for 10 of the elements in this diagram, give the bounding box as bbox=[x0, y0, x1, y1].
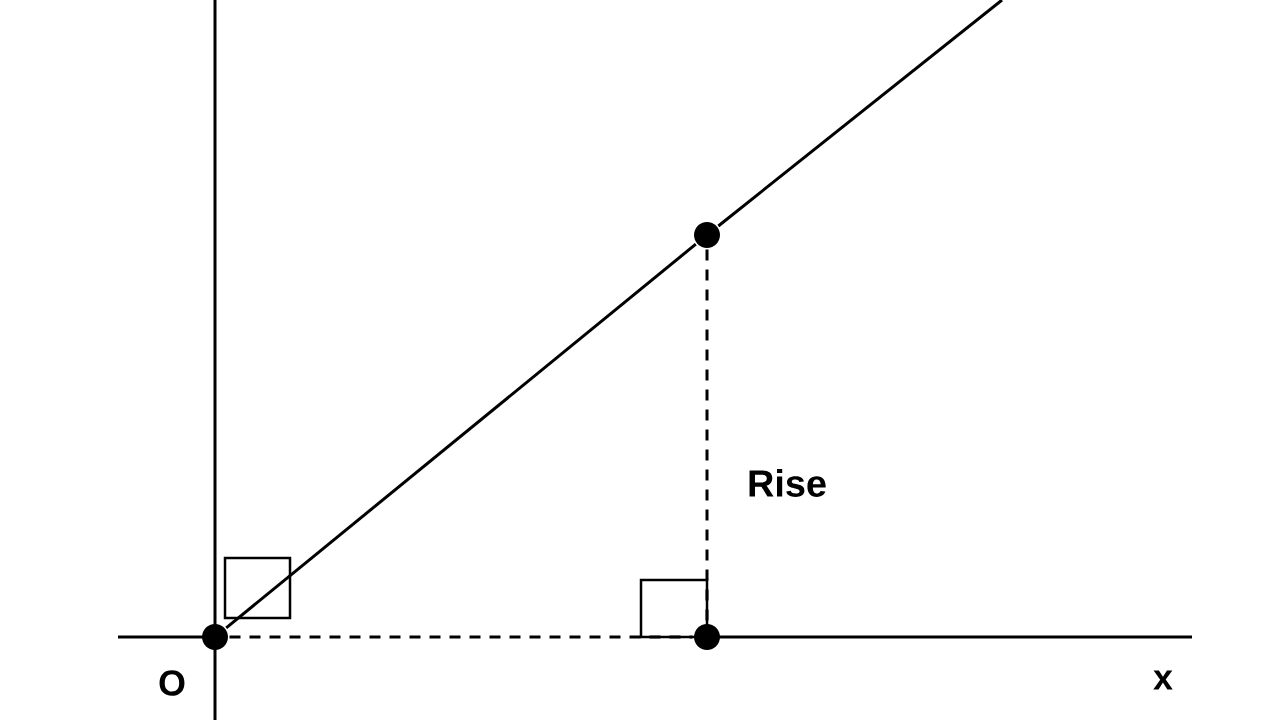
line bbox=[229, 635, 693, 639]
axis-label: x bbox=[1153, 670, 1173, 690]
line bbox=[717, 0, 1003, 228]
point-dot bbox=[202, 624, 228, 650]
point-dot bbox=[694, 624, 720, 650]
point-dot bbox=[694, 222, 720, 248]
point-label: O bbox=[159, 670, 185, 696]
line bbox=[705, 249, 709, 623]
edge-label: Rise bbox=[745, 467, 829, 499]
line bbox=[225, 243, 697, 629]
